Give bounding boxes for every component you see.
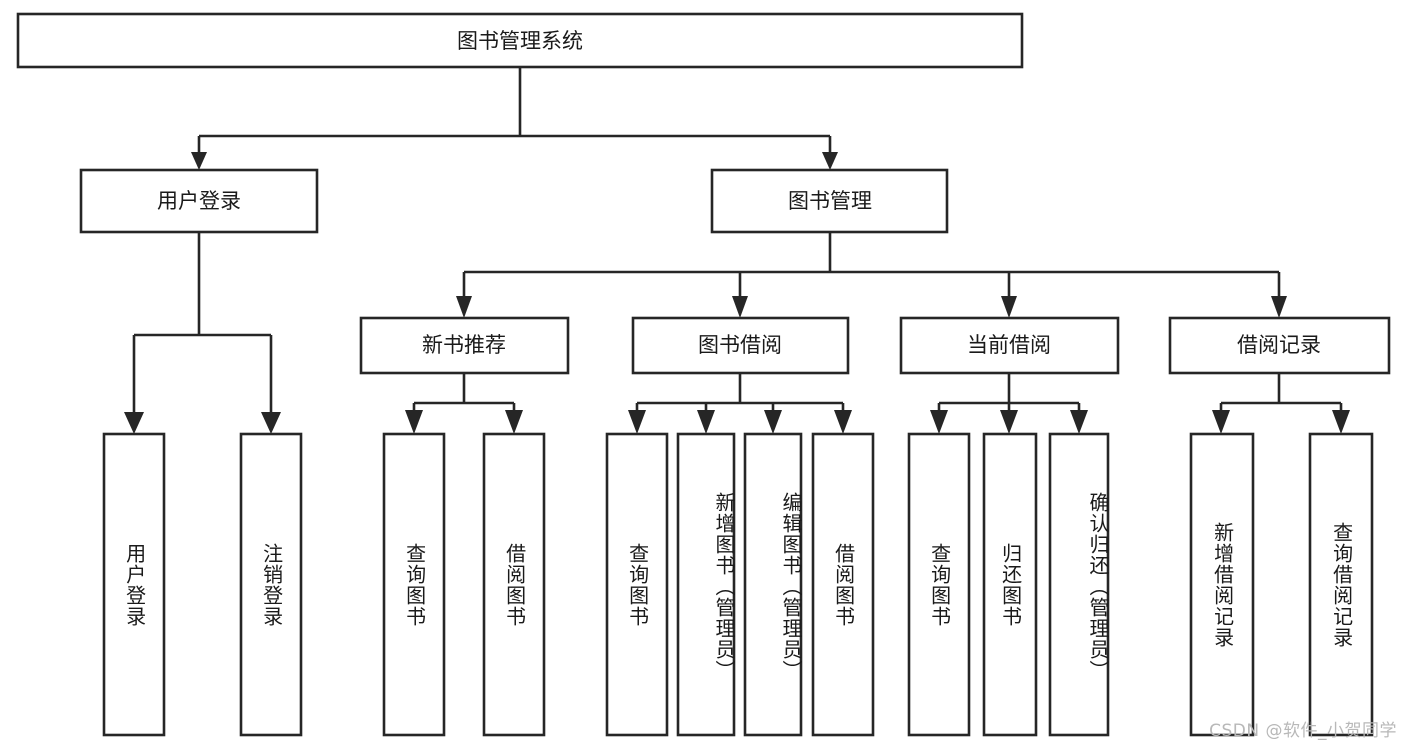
connector-group-user-login	[124, 232, 281, 434]
arrow-head-leaf-user-login	[124, 412, 144, 434]
watermark-text: CSDN @软件_小贺同学	[1209, 721, 1397, 741]
node-box-leaf-add-record[interactable]	[1189, 432, 1255, 737]
node-box-leaf-confirm-return[interactable]	[1048, 432, 1110, 737]
node-box-leaf-logout[interactable]	[239, 432, 303, 737]
node-box-leaf-user-login[interactable]	[102, 432, 166, 737]
node-label-root: 图书管理系统	[457, 29, 583, 53]
arrow-head-new-book-rec	[456, 296, 472, 318]
connector-group-current-borrow	[930, 373, 1088, 434]
node-box-leaf-borrow-book-1[interactable]	[482, 432, 546, 737]
node-box-leaf-query-book-2[interactable]	[605, 432, 669, 737]
connector-group-borrow-record	[1212, 373, 1350, 434]
arrow-head-leaf-query-book-1	[405, 410, 423, 434]
arrow-head-leaf-edit-book	[764, 410, 782, 434]
arrow-head-borrow-record	[1271, 296, 1287, 318]
arrow-head-leaf-query-book-2	[628, 410, 646, 434]
node-box-user-login[interactable]	[79, 168, 319, 234]
connector-group-new-book-rec	[405, 373, 523, 434]
node-box-book-borrow[interactable]	[631, 316, 850, 375]
node-box-leaf-return-book[interactable]	[982, 432, 1038, 737]
arrow-head-leaf-return-book	[1000, 410, 1018, 434]
node-label-book-borrow: 图书借阅	[698, 333, 782, 357]
arrow-head-leaf-add-record	[1212, 410, 1230, 434]
node-box-leaf-query-record[interactable]	[1308, 432, 1374, 737]
node-box-root[interactable]	[16, 12, 1024, 69]
connector-group-book-borrow	[628, 373, 852, 434]
arrow-head-current-borrow	[1001, 296, 1017, 318]
arrow-head-leaf-borrow-book-2	[834, 410, 852, 434]
node-label-book-manage: 图书管理	[788, 189, 872, 213]
node-box-leaf-add-book[interactable]	[676, 432, 736, 737]
node-label-current-borrow: 当前借阅	[967, 333, 1051, 357]
arrow-head-leaf-add-book	[697, 410, 715, 434]
node-label-new-book-rec: 新书推荐	[422, 333, 506, 357]
arrow-head-leaf-borrow-book-1	[505, 410, 523, 434]
connector-group-root	[191, 67, 838, 170]
node-box-borrow-record[interactable]	[1168, 316, 1391, 375]
arrow-head-book-manage	[822, 152, 838, 170]
node-box-new-book-rec[interactable]	[359, 316, 570, 375]
node-label-user-login: 用户登录	[157, 189, 241, 213]
node-label-borrow-record: 借阅记录	[1237, 333, 1321, 357]
node-box-leaf-edit-book[interactable]	[743, 432, 803, 737]
node-box-leaf-borrow-book-2[interactable]	[811, 432, 875, 737]
arrow-head-leaf-query-record	[1332, 410, 1350, 434]
arrow-head-leaf-confirm-return	[1070, 410, 1088, 434]
arrow-head-leaf-query-book-3	[930, 410, 948, 434]
connector-group-book-manage	[456, 232, 1287, 318]
arrow-head-book-borrow	[732, 296, 748, 318]
node-box-book-manage[interactable]	[710, 168, 949, 234]
arrow-head-user-login	[191, 152, 207, 170]
node-box-leaf-query-book-1[interactable]	[382, 432, 446, 737]
node-box-current-borrow[interactable]	[899, 316, 1120, 375]
node-box-leaf-query-book-3[interactable]	[907, 432, 971, 737]
arrow-head-leaf-logout	[261, 412, 281, 434]
